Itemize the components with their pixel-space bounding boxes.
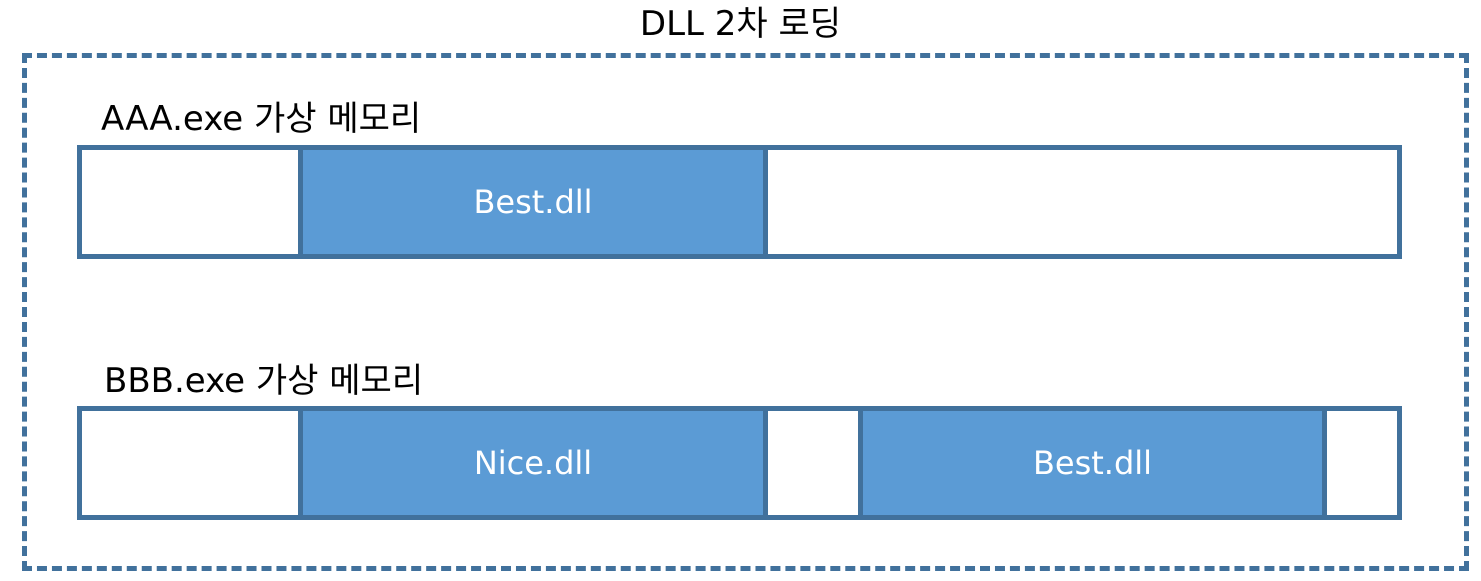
bbb-free-segment-3 xyxy=(1327,411,1397,515)
bbb-best-dll-segment: Best.dll xyxy=(863,411,1322,515)
diagram-title: DLL 2차 로딩 xyxy=(639,4,842,44)
bbb-memory-label: BBB.exe 가상 메모리 xyxy=(104,361,424,401)
aaa-divider-2 xyxy=(763,150,768,254)
bbb-memory-bar: Nice.dll Best.dll xyxy=(77,406,1402,520)
bbb-divider-3 xyxy=(858,411,863,515)
aaa-free-segment-1 xyxy=(82,150,298,254)
bbb-nice-dll-segment: Nice.dll xyxy=(303,411,763,515)
aaa-memory-label: AAA.exe 가상 메모리 xyxy=(101,99,422,139)
aaa-divider-1 xyxy=(298,150,303,254)
aaa-best-dll-segment: Best.dll xyxy=(303,150,763,254)
bbb-divider-1 xyxy=(298,411,303,515)
bbb-divider-4 xyxy=(1322,411,1327,515)
dll-loading-frame xyxy=(22,53,1469,571)
bbb-free-segment-2 xyxy=(768,411,858,515)
bbb-divider-2 xyxy=(763,411,768,515)
aaa-memory-bar: Best.dll xyxy=(77,145,1402,259)
bbb-free-segment-1 xyxy=(82,411,298,515)
aaa-free-segment-2 xyxy=(768,150,1397,254)
